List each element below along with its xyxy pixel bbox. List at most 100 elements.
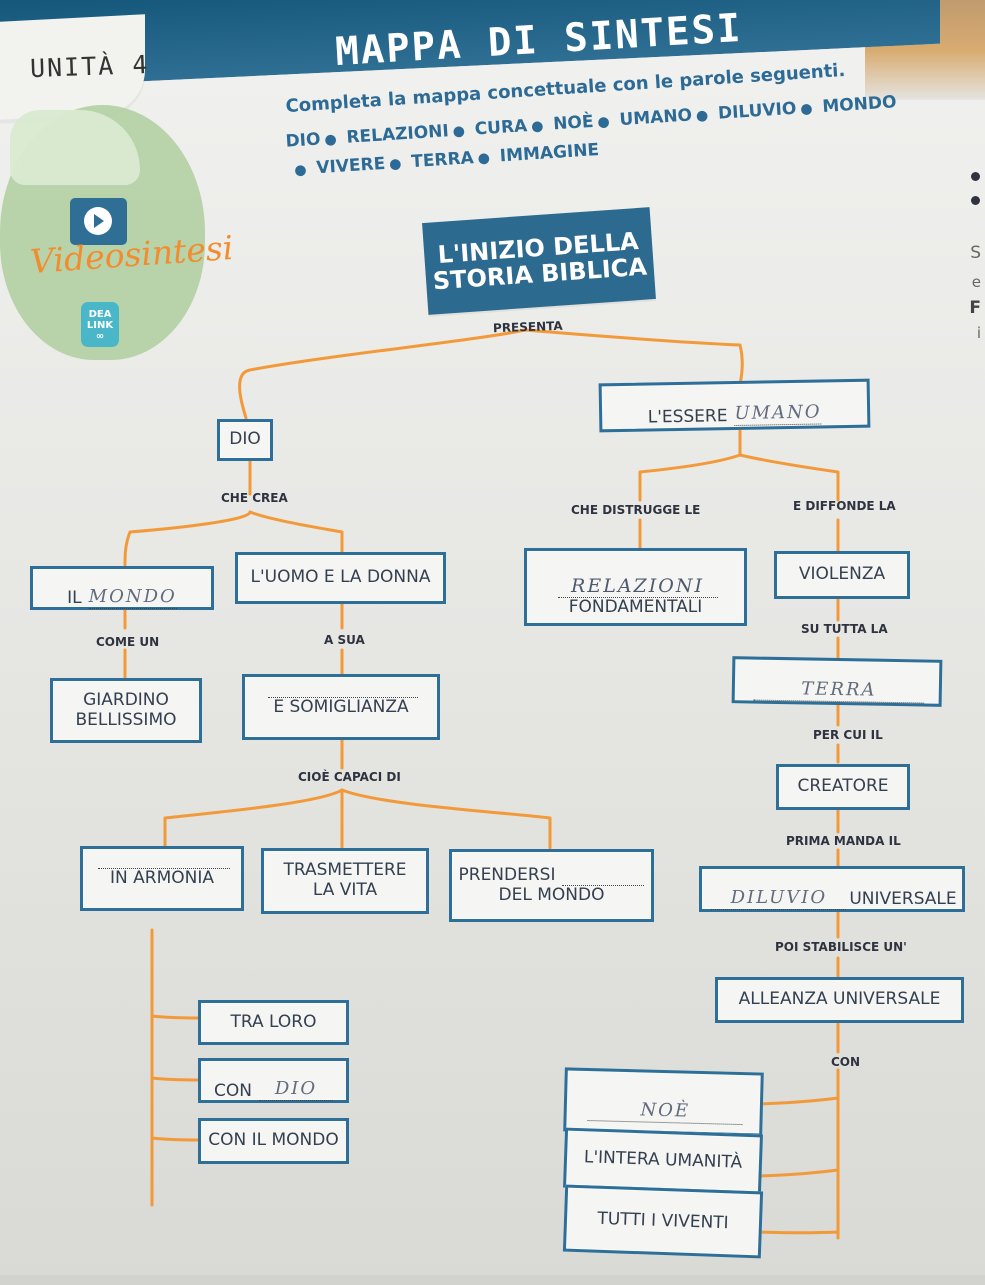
mondo-content: IL MONDO <box>67 567 177 609</box>
trasmettere-line-1: TRASMETTERE <box>283 860 407 881</box>
word-bank-item: MONDO <box>821 92 898 118</box>
node-violenza: VIOLENZA <box>774 551 910 599</box>
noe-answer: NOÈ <box>640 1099 691 1122</box>
word-bank-item: TERRA <box>410 148 475 173</box>
word-bank-item: NOÈ <box>552 111 595 135</box>
node-tra-loro: TRA LORO <box>198 1000 349 1045</box>
trasmettere-content: TRASMETTERE LA VITA <box>264 851 426 911</box>
node-intera-umanita: L'INTERA UMANITÀ <box>563 1127 763 1195</box>
relazioni-answer: RELAZIONI <box>571 574 704 597</box>
terra-answer: TERRA <box>801 678 877 702</box>
connector-con: CON <box>831 1055 861 1069</box>
giardino-content: GIARDINO BELLISSIMO <box>53 681 199 740</box>
connector-presenta: PRESENTA <box>492 318 563 336</box>
essere-umano-content: L'ESSERE UMANO <box>647 383 822 427</box>
connector-che-crea: CHE CREA <box>221 491 288 505</box>
mondo-label: IL <box>67 588 82 609</box>
diluvio-content: DILUVIO UNIVERSALE <box>707 868 957 910</box>
diluvio-answer: DILUVIO <box>730 886 828 908</box>
side-letter: e <box>971 273 981 291</box>
sidebar-dots <box>967 172 985 217</box>
diluvio-suffix: UNIVERSALE <box>849 889 957 910</box>
essere-blank[interactable]: UMANO <box>733 383 822 427</box>
node-trasmettere: TRASMETTERE LA VITA <box>261 848 429 914</box>
node-dio: DIO <box>217 419 273 461</box>
connector-cioe-capaci: CIOÈ CAPACI DI <box>298 770 401 784</box>
node-diluvio: DILUVIO UNIVERSALE <box>699 866 965 912</box>
word-bank-item: IMMAGINE <box>499 140 600 167</box>
word-bank-item: DIO <box>284 129 322 152</box>
mondo-answer: MONDO <box>88 585 177 607</box>
immagine-suffix: E SOMIGLIANZA <box>273 696 409 717</box>
word-bank-item: DILUVIO <box>717 98 797 124</box>
con-dio-blank[interactable]: DIO <box>258 1060 333 1102</box>
con-dio-content: CON DIO <box>214 1060 333 1102</box>
bullet-icon: ● <box>293 161 308 179</box>
link-text: LINK <box>86 320 114 331</box>
node-con-dio: CON DIO <box>198 1058 349 1103</box>
node-noe: NOÈ <box>563 1067 764 1137</box>
relazioni-suffix: FONDAMENTALI <box>568 597 703 618</box>
side-letter: i <box>976 324 981 342</box>
connector-e-diffonde: E DIFFONDE LA <box>793 499 896 513</box>
unit-label: UNITÀ 4 <box>29 49 150 84</box>
bullet-icon: ● <box>452 123 466 140</box>
video-play-icon[interactable] <box>70 198 127 245</box>
node-relazioni: RELAZIONI FONDAMENTALI <box>524 548 747 626</box>
node-armonia: IN ARMONIA <box>80 846 244 911</box>
con-dio-answer: DIO <box>274 1078 318 1100</box>
noe-blank[interactable]: NOÈ <box>587 1079 744 1125</box>
prendersi-blank[interactable] <box>562 884 645 886</box>
armonia-blank[interactable] <box>98 868 230 870</box>
node-alleanza: ALLEANZA UNIVERSALE <box>715 977 964 1023</box>
bullet-icon: ● <box>799 100 814 118</box>
dot-icon <box>971 196 980 205</box>
bullet-icon: ● <box>323 131 338 149</box>
prendersi-line-1: PRENDERSI <box>458 864 645 886</box>
node-prendersi: PRENDERSI DEL MONDO <box>449 849 654 922</box>
bullet-icon: ● <box>695 107 709 125</box>
con-label: CON <box>214 1080 252 1101</box>
giardino-line-2: BELLISSIMO <box>75 709 177 730</box>
node-terra: TERRA <box>731 656 943 707</box>
relazioni-blank[interactable]: RELAZIONI <box>557 556 718 599</box>
word-bank-item: CURA <box>474 116 528 140</box>
prendersi-suffix: DEL MONDO <box>498 884 605 905</box>
immagine-blank[interactable] <box>268 696 418 698</box>
link-icon: ∞ <box>95 331 105 342</box>
prendersi-label: PRENDERSI <box>458 864 556 885</box>
bullet-icon: ● <box>530 118 544 135</box>
trasmettere-line-2: LA VITA <box>312 880 378 900</box>
essere-answer: UMANO <box>734 401 822 425</box>
node-giardino: GIARDINO BELLISSIMO <box>50 678 202 743</box>
diluvio-blank[interactable]: DILUVIO <box>711 868 847 910</box>
connector-per-cui: PER CUI IL <box>813 728 883 742</box>
giardino-line-1: GIARDINO <box>83 689 169 710</box>
prendersi-content: PRENDERSI DEL MONDO <box>452 852 651 919</box>
node-uomo-donna: L'UOMO E LA DONNA <box>235 552 446 604</box>
node-creatore: CREATORE <box>776 764 910 810</box>
immagine-content: E SOMIGLIANZA <box>245 677 437 737</box>
word-bank-item: UMANO <box>618 105 693 131</box>
side-letter: F <box>969 298 981 318</box>
page-edge <box>0 1275 985 1285</box>
dea-link-icon[interactable]: DEA LINK ∞ <box>81 302 119 347</box>
armonia-suffix: IN ARMONIA <box>110 868 214 889</box>
connector-che-distrugge: CHE DISTRUGGE LE <box>571 503 701 517</box>
node-essere-umano: L'ESSERE UMANO <box>598 378 871 433</box>
connector-a-sua: A SUA <box>324 633 365 647</box>
bullet-icon: ● <box>388 155 402 173</box>
dot-icon <box>971 172 980 181</box>
node-con-il-mondo: CON IL MONDO <box>198 1118 349 1164</box>
connector-come-un: COME UN <box>96 635 160 649</box>
side-letter: S <box>970 243 981 263</box>
terra-blank[interactable]: TERRA <box>753 659 925 704</box>
bullet-icon: ● <box>597 113 611 131</box>
node-tutti-viventi: TUTTI I VIVENTI <box>562 1184 764 1259</box>
mondo-blank[interactable]: MONDO <box>88 567 177 609</box>
armonia-content: IN ARMONIA <box>83 849 241 908</box>
bullet-icon: ● <box>477 150 491 167</box>
relazioni-content: RELAZIONI FONDAMENTALI <box>527 551 744 623</box>
node-il-mondo: IL MONDO <box>30 566 214 610</box>
